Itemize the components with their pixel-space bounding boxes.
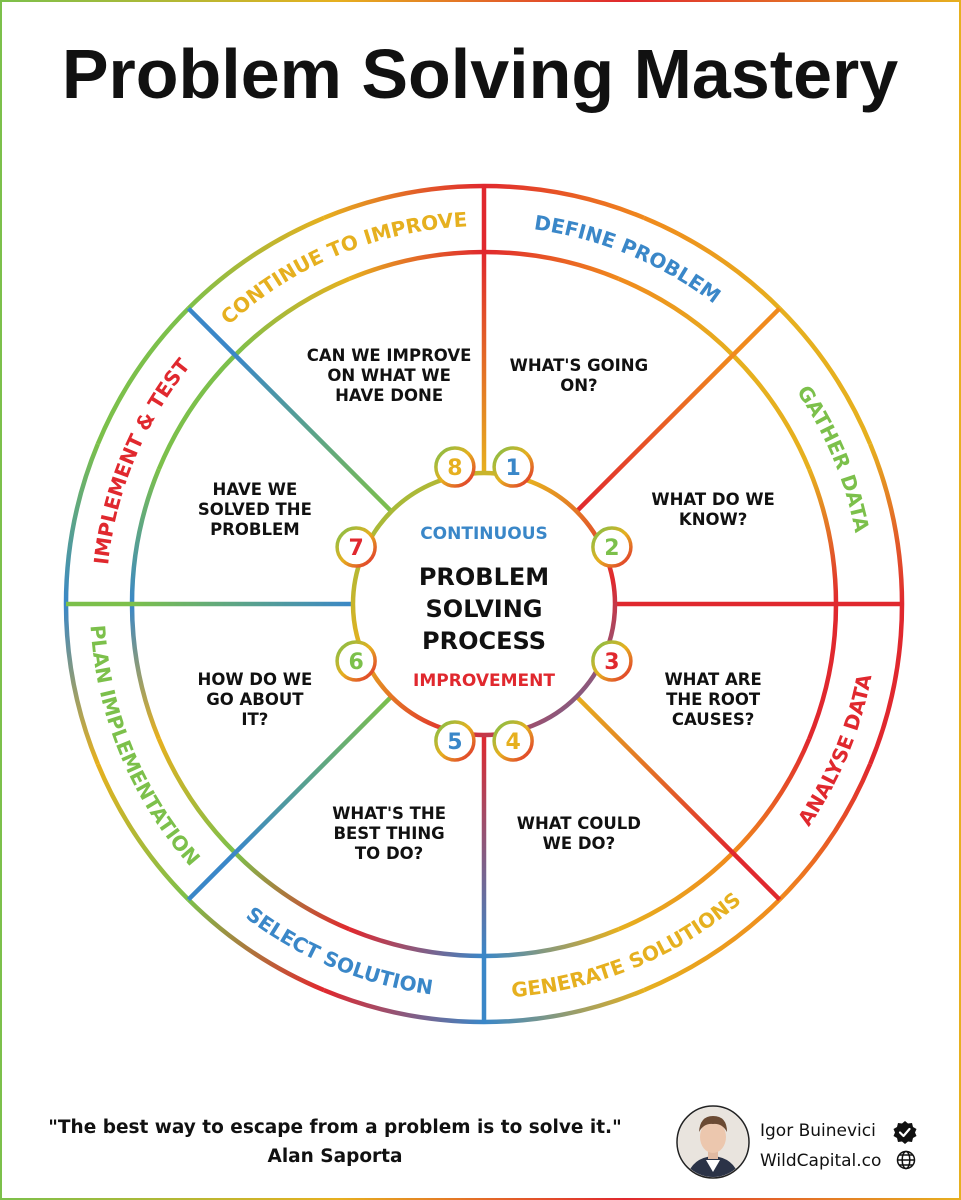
svg-text:1: 1 (505, 456, 520, 481)
page-title: Problem Solving Mastery (62, 35, 898, 113)
step-title-6: PLAN IMPLEMENTATION (86, 624, 205, 870)
inner-ring-arc (733, 355, 809, 469)
inner-ring-arc (484, 252, 619, 279)
step-question-4: WE DO? (543, 834, 616, 853)
inner-ring-arc (484, 929, 619, 956)
inner-ring-arc (809, 604, 836, 739)
author-name: Igor Buinevici (760, 1121, 876, 1141)
inner-ring-arc (132, 469, 159, 604)
step-question-7: PROBLEM (210, 520, 300, 539)
outer-ring-arc (66, 444, 98, 604)
step-badge-4: 4 (494, 722, 532, 760)
band-divider (733, 308, 780, 355)
step-question-1: ON? (560, 376, 597, 395)
step-question-7: HAVE WE (213, 480, 298, 499)
center-top-label: CONTINUOUS (420, 524, 548, 544)
step-question-4: WHAT COULD (517, 814, 641, 833)
step-question-8: ON WHAT WE (327, 366, 451, 385)
svg-text:4: 4 (505, 730, 520, 755)
outer-ring-arc (484, 990, 644, 1022)
step-question-1: WHAT'S GOING (510, 356, 649, 375)
globe-icon (898, 1152, 915, 1169)
avatar (676, 1105, 752, 1181)
step-badge-3: 3 (593, 642, 631, 680)
center-title-line: PROBLEM (419, 563, 549, 591)
segment-divider (577, 355, 733, 511)
step-title-4: GENERATE SOLUTIONS (510, 887, 745, 1002)
step-question-5: BEST THING (333, 824, 444, 843)
svg-text:2: 2 (604, 536, 619, 561)
inner-ring-arc (809, 469, 836, 604)
step-question-3: WHAT ARE (664, 670, 761, 689)
step-question-6: IT? (241, 710, 268, 729)
step-title-8: CONTINUE TO IMPROVE (216, 207, 468, 329)
step-badge-7: 7 (337, 528, 375, 566)
step-question-2: WHAT DO WE (651, 490, 774, 509)
step-question-6: GO ABOUT (206, 690, 304, 709)
step-question-5: WHAT'S THE (332, 804, 446, 823)
outer-ring-arc (324, 990, 484, 1022)
inner-ring-arc (349, 929, 484, 956)
quote-text: "The best way to escape from a problem i… (48, 1117, 621, 1138)
svg-text:5: 5 (447, 730, 462, 755)
step-badge-5: 5 (436, 722, 474, 760)
step-question-2: KNOW? (679, 510, 747, 529)
svg-text:7: 7 (348, 536, 363, 561)
verified-check-icon (894, 1121, 917, 1144)
step-title-5: SELECT SOLUTION (242, 902, 435, 1000)
author-site[interactable]: WildCapital.co (760, 1151, 881, 1171)
step-question-3: THE ROOT (666, 690, 761, 709)
inner-ring-arc (132, 604, 159, 739)
svg-text:3: 3 (604, 650, 619, 675)
step-badge-1: 1 (494, 448, 532, 486)
svg-text:6: 6 (348, 650, 363, 675)
step-badge-6: 6 (337, 642, 375, 680)
step-question-3: CAUSES? (672, 710, 754, 729)
outer-ring-arc (870, 604, 902, 764)
step-badge-8: 8 (436, 448, 474, 486)
center-bottom-label: IMPROVEMENT (413, 671, 555, 691)
step-badge-2: 2 (593, 528, 631, 566)
step-question-8: HAVE DONE (335, 386, 443, 405)
center-title-line: SOLVING (426, 595, 543, 623)
inner-ring-arc (349, 252, 484, 279)
outer-ring-arc (484, 186, 644, 218)
outer-ring-arc (870, 444, 902, 604)
process-wheel: CONTINUOUS PROBLEM SOLVING PROCESS IMPROVEME… (66, 186, 902, 1022)
center-title-line: PROCESS (422, 627, 546, 655)
band-divider (733, 853, 780, 900)
step-question-6: HOW DO WE (198, 670, 313, 689)
quote-author: Alan Saporta (268, 1146, 403, 1167)
step-question-5: TO DO? (355, 844, 423, 863)
step-question-7: SOLVED THE (198, 500, 312, 519)
step-question-8: CAN WE IMPROVE (307, 346, 472, 365)
step-title-7: IMPLEMENT & TEST (89, 353, 195, 565)
svg-text:8: 8 (447, 456, 462, 481)
inner-ring-arc (733, 739, 809, 853)
